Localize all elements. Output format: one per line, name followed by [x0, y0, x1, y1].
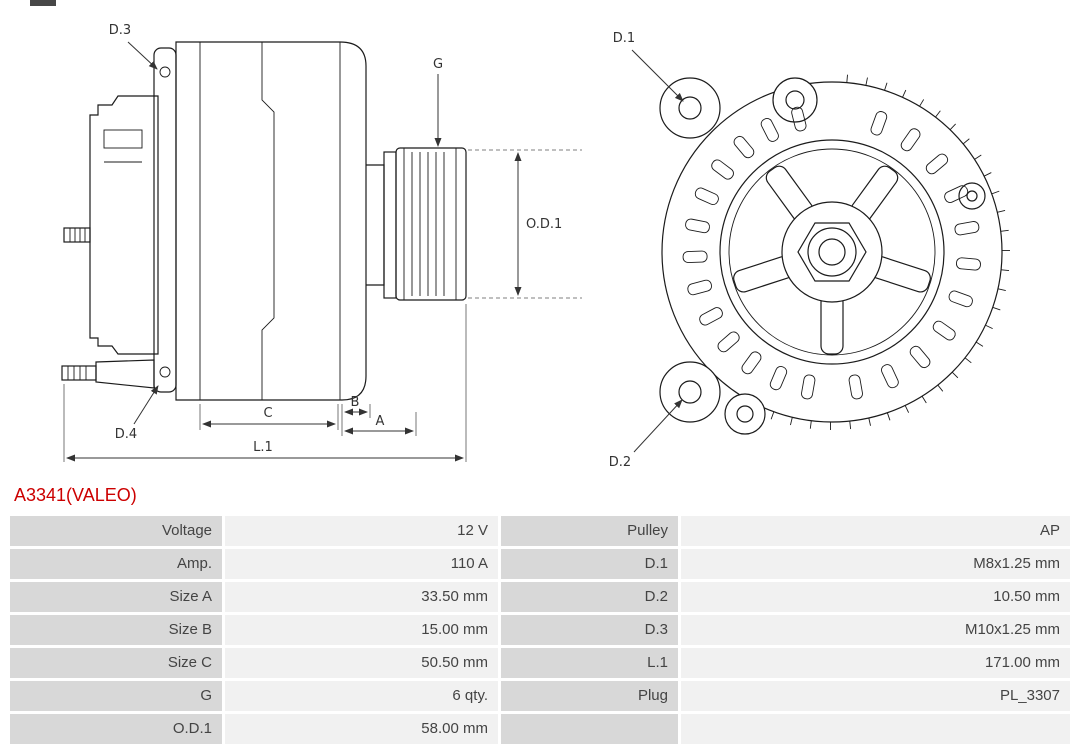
spec-label: Size B: [10, 615, 222, 645]
dim-label-od1: O.D.1: [526, 217, 562, 232]
spec-value: 33.50 mm: [225, 582, 498, 612]
dim-label-a: A: [376, 414, 385, 429]
logo-fragment: [30, 0, 56, 6]
spec-label: Amp.: [10, 549, 222, 579]
cooling-slots: [682, 106, 981, 400]
dim-label-l1: L.1: [253, 440, 273, 455]
spec-label: D.1: [501, 549, 678, 579]
front-view-drawing: D.1 D.2: [609, 31, 1010, 470]
spec-value: 15.00 mm: [225, 615, 498, 645]
spec-value: M8x1.25 mm: [681, 549, 1070, 579]
spec-label: Voltage: [10, 516, 222, 546]
spec-label: D.3: [501, 615, 678, 645]
spec-value: 6 qty.: [225, 681, 498, 711]
pulley-spokes: [733, 165, 931, 355]
alternator-drawings: D.3 D.4 G O.D.1 C B A L.1: [61, 23, 1010, 470]
dim-label-d2: D.2: [609, 455, 631, 470]
spec-label: O.D.1: [10, 714, 222, 744]
spec-value: 110 A: [225, 549, 498, 579]
spec-label: [501, 714, 678, 744]
side-view-drawing: [61, 41, 467, 401]
spec-value: 12 V: [225, 516, 498, 546]
dim-label-d3: D.3: [109, 23, 131, 38]
spec-value: M10x1.25 mm: [681, 615, 1070, 645]
dim-label-d4: D.4: [115, 427, 137, 442]
spec-label: Size C: [10, 648, 222, 678]
spec-value: 50.50 mm: [225, 648, 498, 678]
part-number: A3341(VALEO): [14, 485, 137, 505]
technical-drawing-svg: D.3 D.4 G O.D.1 C B A L.1: [61, 23, 1010, 470]
shaft-nut-hexagon: [797, 222, 867, 282]
spec-label: Size A: [10, 582, 222, 612]
spec-value: [681, 714, 1070, 744]
spec-label: L.1: [501, 648, 678, 678]
spec-label: G: [10, 681, 222, 711]
dim-label-c: C: [263, 406, 272, 421]
dim-label-g: G: [433, 57, 443, 72]
dim-label-b: B: [351, 395, 360, 410]
side-view-dimensions: D.3 D.4 G O.D.1 C B A L.1: [63, 23, 582, 462]
spec-value: 10.50 mm: [681, 582, 1070, 612]
spec-table: Voltage 12 V Pulley AP Amp. 110 A D.1 M8…: [10, 516, 1070, 744]
dim-label-d1: D.1: [613, 31, 635, 46]
spec-value: 58.00 mm: [225, 714, 498, 744]
spec-value: AP: [681, 516, 1070, 546]
spec-value: PL_3307: [681, 681, 1070, 711]
spec-value: 171.00 mm: [681, 648, 1070, 678]
spec-label: D.2: [501, 582, 678, 612]
spec-label: Plug: [501, 681, 678, 711]
spec-label: Pulley: [501, 516, 678, 546]
